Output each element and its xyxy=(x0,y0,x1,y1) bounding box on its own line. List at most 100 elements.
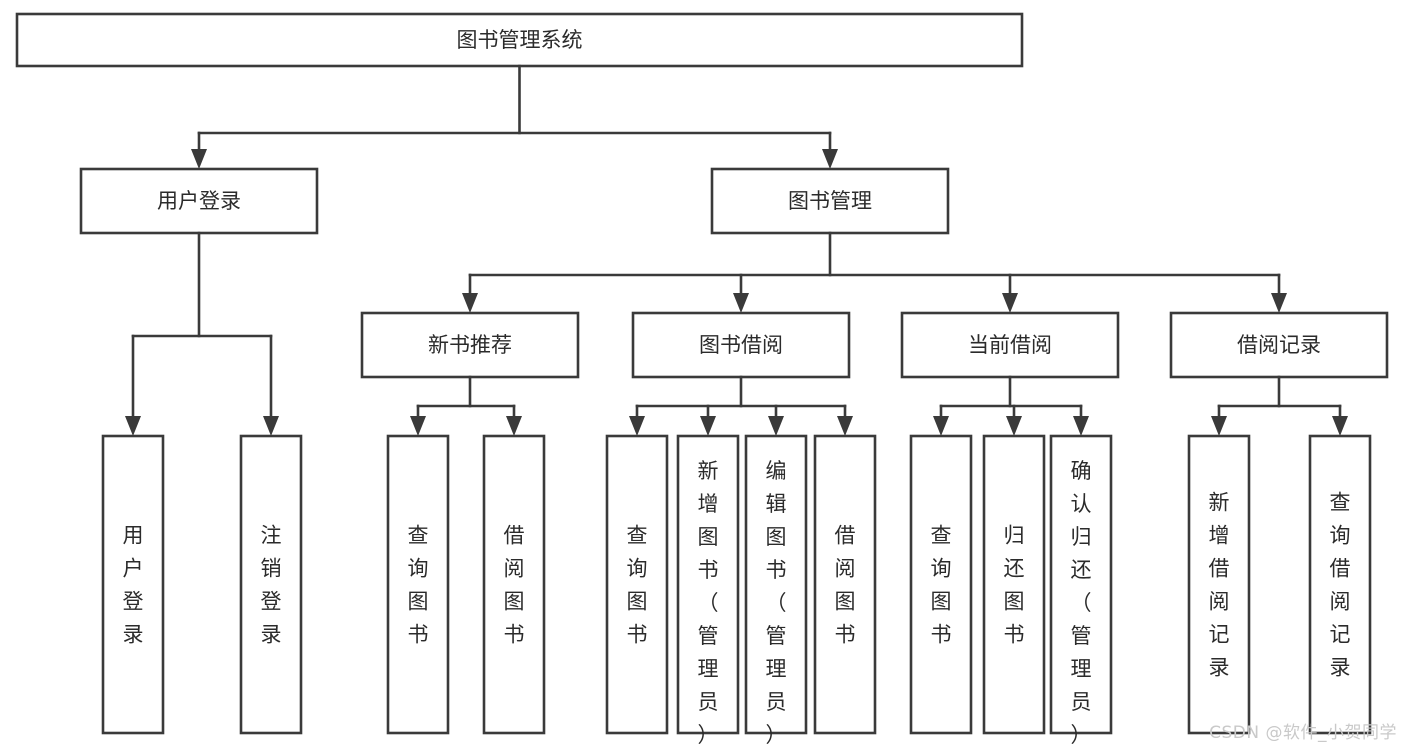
node-label-current-borrow: 当前借阅 xyxy=(968,333,1052,357)
node-box-add-borrow-record[interactable] xyxy=(1187,434,1251,735)
node-box-user-login-do[interactable] xyxy=(101,434,165,735)
arrow-user-login-0 xyxy=(125,416,141,436)
node-confirm-return-admin[interactable]: 确认归还（管理员） xyxy=(1049,434,1113,747)
arrow-book-borrow-2 xyxy=(768,416,784,436)
node-root[interactable]: 图书管理系统 xyxy=(15,12,1024,68)
node-box-borrow-record[interactable] xyxy=(1169,311,1389,379)
node-user-login[interactable]: 用户登录 xyxy=(79,167,319,235)
arrow-head-current-borrow-1 xyxy=(1006,416,1022,436)
arrow-book-manage-2 xyxy=(1002,293,1018,313)
arrow-root-1 xyxy=(822,149,838,169)
node-label-query-book-1: 查询图书 xyxy=(408,524,429,647)
edges-book-manage xyxy=(462,231,1287,313)
node-box-query-book-1[interactable] xyxy=(386,434,450,735)
node-box-query-borrow-record[interactable] xyxy=(1308,434,1372,735)
node-label-borrow-book-2: 借阅图书 xyxy=(835,524,856,647)
node-book-manage[interactable]: 图书管理 xyxy=(710,167,950,235)
node-label-add-book-admin: 新增图书（管理员） xyxy=(698,459,719,747)
arrow-current-borrow-1 xyxy=(1006,416,1022,436)
node-add-book-admin[interactable]: 新增图书（管理员） xyxy=(676,434,740,747)
arrow-head-book-manage-3 xyxy=(1271,293,1287,313)
node-box-user-logout[interactable] xyxy=(239,434,303,735)
node-box-borrow-book-2[interactable] xyxy=(813,434,877,735)
arrow-new-book-recommend-1 xyxy=(506,416,522,436)
node-add-borrow-record[interactable]: 新增借阅记录 xyxy=(1187,434,1251,735)
node-label-edit-book-admin: 编辑图书（管理员） xyxy=(766,459,787,747)
node-label-user-login-do: 用户登录 xyxy=(123,524,144,647)
node-query-book-3[interactable]: 查询图书 xyxy=(909,434,973,735)
node-label-add-borrow-record: 新增借阅记录 xyxy=(1209,491,1230,680)
arrow-root-0 xyxy=(191,149,207,169)
arrow-head-book-borrow-3 xyxy=(837,416,853,436)
node-book-borrow[interactable]: 图书借阅 xyxy=(631,311,851,379)
arrow-head-book-manage-1 xyxy=(733,293,749,313)
arrow-book-borrow-1 xyxy=(700,416,716,436)
arrow-head-book-borrow-2 xyxy=(768,416,784,436)
node-query-book-1[interactable]: 查询图书 xyxy=(386,434,450,735)
node-edit-book-admin[interactable]: 编辑图书（管理员） xyxy=(744,434,808,747)
node-user-login-do[interactable]: 用户登录 xyxy=(101,434,165,735)
arrow-head-root-1 xyxy=(822,149,838,169)
arrow-head-new-book-recommend-0 xyxy=(410,416,426,436)
node-borrow-book-2[interactable]: 借阅图书 xyxy=(813,434,877,735)
watermark: CSDN @软件_小贺同学 xyxy=(1209,723,1397,743)
arrow-head-borrow-record-0 xyxy=(1211,416,1227,436)
arrow-head-user-login-0 xyxy=(125,416,141,436)
node-box-query-book-2[interactable] xyxy=(605,434,669,735)
node-box-edit-book-admin[interactable] xyxy=(744,434,808,735)
arrow-head-user-login-1 xyxy=(263,416,279,436)
arrow-new-book-recommend-0 xyxy=(410,416,426,436)
node-label-user-logout: 注销登录 xyxy=(261,524,282,647)
arrow-user-login-1 xyxy=(263,416,279,436)
arrow-borrow-record-0 xyxy=(1211,416,1227,436)
node-label-new-book-recommend: 新书推荐 xyxy=(428,333,512,357)
arrow-head-root-0 xyxy=(191,149,207,169)
node-borrow-record[interactable]: 借阅记录 xyxy=(1169,311,1389,379)
node-label-query-book-2: 查询图书 xyxy=(627,524,648,647)
node-box-current-borrow[interactable] xyxy=(900,311,1120,379)
arrow-book-manage-1 xyxy=(733,293,749,313)
node-box-add-book-admin[interactable] xyxy=(676,434,740,735)
node-box-borrow-book-1[interactable] xyxy=(482,434,546,735)
arrow-book-borrow-3 xyxy=(837,416,853,436)
node-box-book-manage[interactable] xyxy=(710,167,950,235)
node-query-borrow-record[interactable]: 查询借阅记录 xyxy=(1308,434,1372,735)
node-return-book[interactable]: 归还图书 xyxy=(982,434,1046,735)
node-borrow-book-1[interactable]: 借阅图书 xyxy=(482,434,546,735)
arrow-head-current-borrow-2 xyxy=(1073,416,1089,436)
node-label-query-borrow-record: 查询借阅记录 xyxy=(1330,491,1351,680)
edges-current-borrow xyxy=(933,375,1089,436)
edges-user-login xyxy=(125,231,279,436)
node-label-book-manage: 图书管理 xyxy=(788,189,872,213)
arrow-head-new-book-recommend-1 xyxy=(506,416,522,436)
edges-book-borrow xyxy=(629,375,853,436)
node-label-confirm-return-admin: 确认归还（管理员） xyxy=(1071,459,1092,747)
node-label-borrow-record: 借阅记录 xyxy=(1237,333,1321,357)
arrow-head-book-borrow-1 xyxy=(700,416,716,436)
arrow-book-borrow-0 xyxy=(629,416,645,436)
node-box-confirm-return-admin[interactable] xyxy=(1049,434,1113,735)
node-current-borrow[interactable]: 当前借阅 xyxy=(900,311,1120,379)
node-box-book-borrow[interactable] xyxy=(631,311,851,379)
node-box-root[interactable] xyxy=(15,12,1024,68)
arrow-head-current-borrow-0 xyxy=(933,416,949,436)
edges-root xyxy=(191,64,838,169)
arrow-book-manage-3 xyxy=(1271,293,1287,313)
arrow-head-book-borrow-0 xyxy=(629,416,645,436)
node-user-logout[interactable]: 注销登录 xyxy=(239,434,303,735)
node-query-book-2[interactable]: 查询图书 xyxy=(605,434,669,735)
node-label-return-book: 归还图书 xyxy=(1004,524,1025,647)
arrow-head-book-manage-0 xyxy=(462,293,478,313)
arrow-head-borrow-record-1 xyxy=(1332,416,1348,436)
arrow-current-borrow-0 xyxy=(933,416,949,436)
edges-new-book-recommend xyxy=(410,375,522,436)
node-box-query-book-3[interactable] xyxy=(909,434,973,735)
node-label-query-book-3: 查询图书 xyxy=(931,524,952,647)
edges-borrow-record xyxy=(1211,375,1348,436)
node-new-book-recommend[interactable]: 新书推荐 xyxy=(360,311,580,379)
arrow-head-book-manage-2 xyxy=(1002,293,1018,313)
node-box-return-book[interactable] xyxy=(982,434,1046,735)
arrow-borrow-record-1 xyxy=(1332,416,1348,436)
